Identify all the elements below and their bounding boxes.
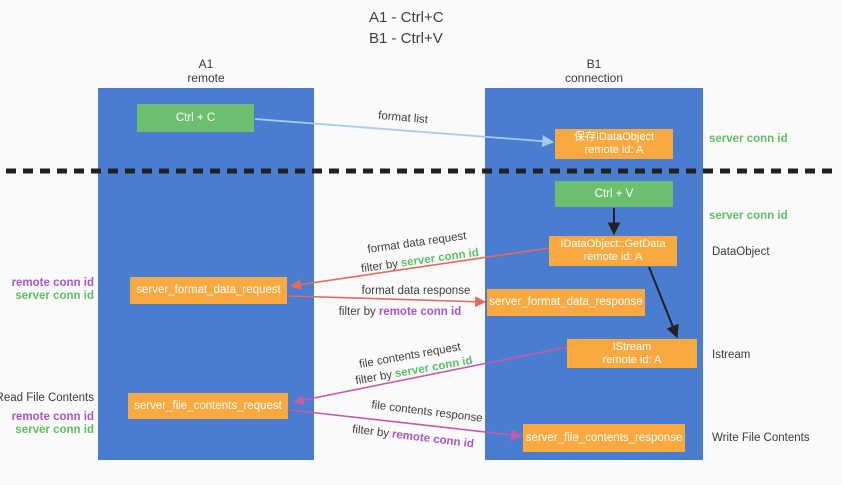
node-file-response-label: server_file_contents_response: [525, 431, 683, 444]
remote-conn-id-text: remote conn id: [378, 306, 462, 318]
node-file-request-label: server_file_contents_request: [134, 399, 282, 412]
node-format-request-label: server_format_data_request: [136, 284, 281, 296]
filter-by-text: filter by: [354, 368, 394, 388]
node-ctrl-c-label: Ctrl + C: [175, 111, 216, 124]
label-format-list: format list: [377, 109, 429, 127]
lane-left-subtitle: remote: [187, 71, 225, 85]
label-format-data-response: format data response: [361, 285, 471, 297]
label-remote-conn-id-left-2: remote conn id: [11, 411, 94, 423]
page-title: A1 - Ctrl+C B1 - Ctrl+V: [369, 7, 444, 49]
label-write-file-contents: Write File Contents: [712, 432, 810, 444]
label-istream: Istream: [712, 349, 751, 361]
label-server-conn-id-left-1: server conn id: [15, 290, 94, 302]
label-remote-conn-id-left-1: remote conn id: [11, 277, 94, 289]
node-file-request: server_file_contents_request: [128, 393, 288, 419]
lane-right-title: B1: [586, 57, 602, 71]
remote-conn-id-text: remote conn id: [391, 428, 475, 451]
label-server-conn-id-right-1: server conn id: [709, 133, 788, 145]
node-ctrl-c: Ctrl + C: [137, 104, 254, 132]
node-save-dataobject: 保存IDataObject remote id: A: [555, 129, 673, 159]
node-save-dataobject-line2: remote id: A: [584, 144, 644, 156]
lane-right-subtitle: connection: [564, 71, 624, 85]
lane-header-right: B1 connection: [534, 57, 654, 85]
node-istream-line2: remote id: A: [602, 353, 662, 366]
label-server-conn-id-left-2: server conn id: [15, 424, 94, 436]
node-istream: IStream remote id: A: [567, 339, 697, 368]
label-server-conn-id-right-2: server conn id: [709, 210, 788, 222]
node-file-response: server_file_contents_response: [523, 424, 685, 452]
node-getdata-line1: IDataObject::GetData: [560, 238, 666, 250]
node-format-request: server_format_data_request: [130, 277, 287, 304]
title-line-1: A1 - Ctrl+C: [369, 9, 444, 26]
label-file-contents-response: file contents response: [370, 399, 484, 425]
title-line-2: B1 - Ctrl+V: [369, 30, 443, 47]
filter-by-text: filter by: [360, 258, 399, 276]
node-format-response-label: server_format_data_response: [489, 296, 643, 308]
label-read-file-contents: Read File Contents: [0, 392, 94, 404]
filter-by-text: filter by: [351, 423, 390, 441]
node-istream-line1: IStream: [612, 340, 652, 353]
label-dataobject: DataObject: [712, 246, 770, 258]
node-save-dataobject-line1: 保存IDataObject: [573, 131, 655, 143]
node-getdata: IDataObject::GetData remote id: A: [549, 236, 677, 266]
server-conn-id-text: server conn id: [400, 246, 480, 270]
node-ctrl-v-label: Ctrl + V: [594, 187, 634, 200]
lane-left-title: A1: [198, 57, 214, 71]
lane-header-left: A1 remote: [146, 57, 266, 85]
node-ctrl-v: Ctrl + V: [555, 181, 673, 207]
node-getdata-line2: remote id: A: [583, 251, 643, 263]
filter-by-text: filter by: [338, 306, 376, 318]
node-format-response: server_format_data_response: [487, 289, 645, 316]
